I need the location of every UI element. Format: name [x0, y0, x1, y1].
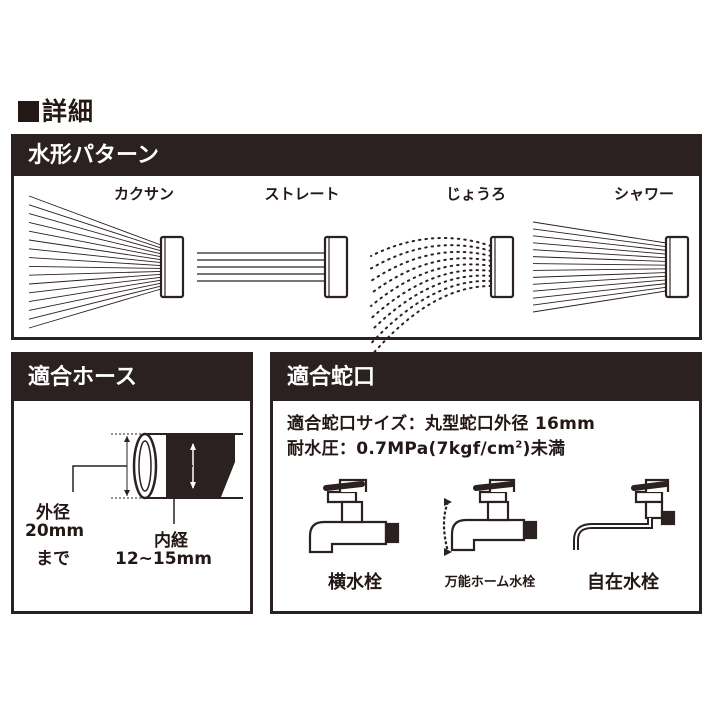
pattern-label-jouro: じょうろ: [445, 185, 507, 203]
pressure-spec-main: 耐水圧：0.7MPa(7kgf/cm: [287, 439, 516, 459]
hose-diagram: [72, 432, 243, 524]
faucet-illustrations: [308, 478, 676, 556]
spray-pattern-illustrations: [28, 195, 690, 357]
kakusan-spray-illustration: [28, 195, 185, 329]
section-heading: 詳細: [18, 92, 94, 128]
section-heading-text: 詳細: [42, 97, 95, 126]
horizontal-faucet-icon: [308, 478, 400, 554]
faucet-type-horizontal: 横水栓: [328, 572, 382, 593]
faucet-panel: 適合蛇口 適合蛇口サイズ：丸型蛇口外径 16mm 耐水圧：0.7MPa(7kgf…: [270, 352, 702, 614]
faucet-title: 適合蛇口: [273, 355, 699, 401]
straight-spray-illustration: [197, 235, 349, 299]
hose-title: 適合ホース: [14, 355, 250, 401]
pressure-spec-superscript: 2: [515, 439, 523, 451]
faucet-size-spec: 適合蛇口サイズ：丸型蛇口外径 16mm: [287, 414, 596, 434]
outer-diameter-value: 20mm: [25, 521, 85, 541]
spray-pattern-title: 水形パターン: [14, 137, 699, 176]
pressure-spec-suffix: )未満: [522, 439, 566, 459]
spray-pattern-panel: 水形パターン カクサン ストレート じょうろ シャワー: [11, 134, 702, 357]
inner-diameter-label: 内経: [154, 531, 188, 551]
outer-diameter-suffix: まで: [36, 549, 70, 569]
pattern-label-straight: ストレート: [264, 185, 340, 203]
jouro-spray-illustration: [370, 235, 515, 357]
faucet-type-free: 自在水栓: [587, 572, 659, 593]
pressure-spec: 耐水圧：0.7MPa(7kgf/cm2)未満: [287, 434, 565, 459]
faucet-type-universal: 万能ホーム水栓: [444, 575, 536, 590]
free-faucet-icon: [573, 478, 676, 550]
universal-faucet-icon: [442, 478, 538, 556]
shower-spray-illustration: [532, 221, 690, 313]
pattern-label-kakusan: カクサン: [113, 185, 175, 203]
pattern-label-shower: シャワー: [613, 185, 675, 203]
outer-diameter-label: 外径: [36, 503, 70, 523]
square-bullet-icon: [18, 101, 39, 122]
hose-panel: 適合ホース 外径 20mm まで 内経 12~15mm: [11, 352, 253, 614]
inner-diameter-value: 12~15mm: [115, 549, 212, 569]
